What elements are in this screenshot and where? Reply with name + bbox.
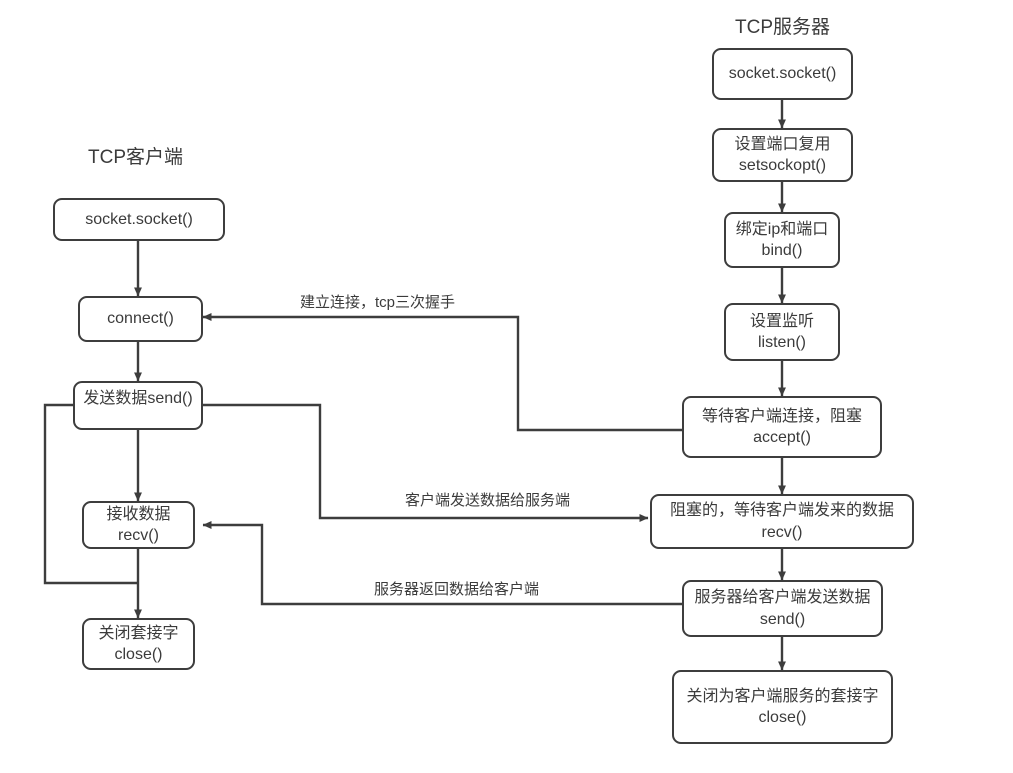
- server-node-listen-line1: 设置监听: [749, 312, 814, 330]
- client-node-recv-line2: recv(): [118, 527, 159, 544]
- server-node-accept-line1: 等待客户端连接，阻塞: [701, 407, 862, 425]
- client-node-connect[interactable]: connect(): [78, 296, 203, 342]
- edge-c-loop-recv-to-send: [43, 401, 138, 585]
- server-node-socket[interactable]: socket.socket(): [712, 48, 853, 100]
- server-node-setsockopt-line2: setsockopt(): [738, 157, 827, 174]
- client-node-connect-line1: connect(): [107, 310, 174, 328]
- edge-label-server-reply: 服务器返回数据给客户端: [370, 578, 544, 599]
- server-node-socket-line1: socket.socket(): [728, 65, 837, 83]
- server-node-accept[interactable]: 等待客户端连接，阻塞 accept(): [682, 396, 882, 458]
- edge-handshake-accept-to-connect: [202, 313, 682, 432]
- client-node-close-line2: close(): [114, 646, 163, 663]
- server-column-title: TCP服务器: [735, 17, 831, 38]
- server-node-bind-line2: bind(): [761, 242, 803, 259]
- client-node-close[interactable]: 关闭套接字 close(): [82, 618, 195, 670]
- client-node-close-line1: 关闭套接字: [98, 624, 179, 642]
- server-node-send-line2: send(): [759, 610, 806, 628]
- server-node-listen[interactable]: 设置监听 listen(): [724, 303, 840, 361]
- client-node-send[interactable]: 发送数据send(): [73, 381, 203, 430]
- client-node-socket-line1: socket.socket(): [85, 210, 193, 228]
- server-node-listen-line2: listen(): [757, 334, 806, 351]
- server-node-close-line1: 关闭为客户端服务的套接字: [686, 687, 879, 705]
- server-node-recv[interactable]: 阻塞的，等待客户端发来的数据 recv(): [650, 494, 914, 549]
- server-node-recv-line2: recv(): [761, 523, 803, 541]
- server-node-close[interactable]: 关闭为客户端服务的套接字 close(): [672, 670, 893, 744]
- server-node-setsockopt-line1: 设置端口复用: [734, 135, 831, 153]
- client-column-title: TCP客户端: [88, 147, 184, 168]
- server-node-send-line1: 服务器给客户端发送数据: [694, 589, 871, 607]
- server-node-recv-line1: 阻塞的，等待客户端发来的数据: [669, 502, 894, 520]
- server-node-setsockopt[interactable]: 设置端口复用 setsockopt(): [712, 128, 853, 182]
- server-node-close-line2: close(): [758, 709, 807, 726]
- client-node-recv-line1: 接收数据: [106, 505, 171, 523]
- server-node-accept-line2: accept(): [753, 429, 811, 446]
- client-node-recv[interactable]: 接收数据 recv(): [82, 501, 195, 549]
- client-node-socket[interactable]: socket.socket(): [53, 198, 225, 241]
- edge-label-client-send: 客户端发送数据给服务端: [401, 489, 575, 510]
- server-node-send[interactable]: 服务器给客户端发送数据 send(): [682, 580, 883, 637]
- client-node-send-line1: 发送数据send(): [83, 390, 193, 407]
- server-node-bind-line1: 绑定ip和端口: [735, 220, 829, 238]
- server-node-bind[interactable]: 绑定ip和端口 bind(): [724, 212, 840, 268]
- edge-label-handshake: 建立连接，tcp三次握手: [296, 291, 460, 312]
